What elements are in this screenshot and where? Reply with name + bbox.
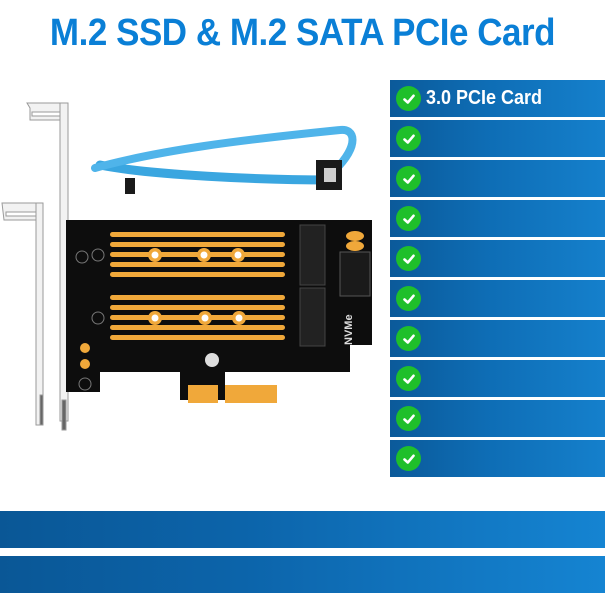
sata-cable	[91, 125, 357, 194]
check-circle-icon	[396, 326, 421, 351]
bracket-short	[1, 202, 44, 426]
feature-row: 3.0 PCIe Card	[390, 80, 605, 117]
check-circle-icon	[396, 446, 421, 471]
bracket-tall	[26, 102, 69, 431]
check-circle-icon	[396, 366, 421, 391]
feature-label: 3.0 PCIe Card	[426, 87, 543, 109]
feature-row	[390, 320, 605, 357]
feature-row	[390, 240, 605, 277]
pcb-board: NVMe	[66, 220, 372, 403]
feature-row	[390, 200, 605, 237]
feature-row	[390, 440, 605, 477]
feature-row	[390, 360, 605, 397]
bottom-banner-2	[0, 556, 605, 593]
page-title: M.2 SSD & M.2 SATA PCIe Card	[49, 12, 556, 54]
feature-row	[390, 160, 605, 197]
feature-row	[390, 280, 605, 317]
product-image: NVMe	[0, 90, 385, 490]
check-circle-icon	[396, 166, 421, 191]
feature-list: 3.0 PCIe Card	[390, 80, 605, 480]
check-circle-icon	[396, 406, 421, 431]
bottom-banner-1	[0, 511, 605, 548]
check-circle-icon	[396, 246, 421, 271]
svg-text:NVMe: NVMe	[343, 314, 355, 345]
feature-row	[390, 120, 605, 157]
feature-row	[390, 400, 605, 437]
check-circle-icon	[396, 286, 421, 311]
check-circle-icon	[396, 206, 421, 231]
check-circle-icon	[396, 86, 421, 111]
check-circle-icon	[396, 126, 421, 151]
